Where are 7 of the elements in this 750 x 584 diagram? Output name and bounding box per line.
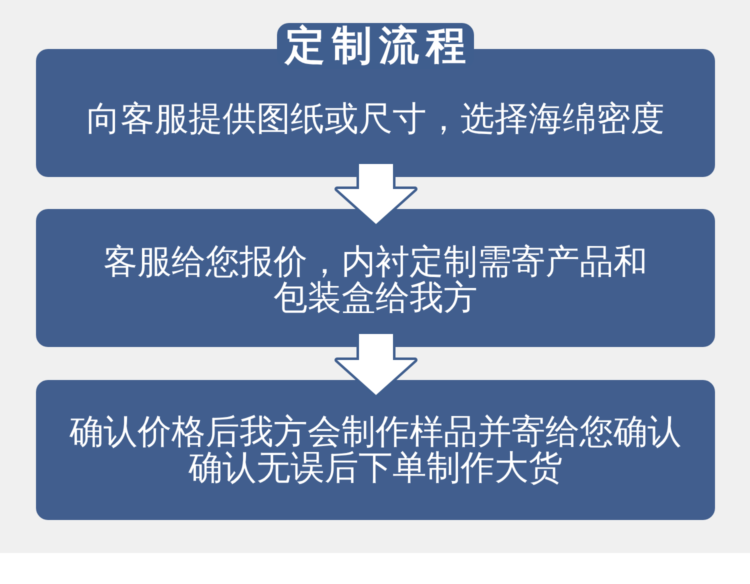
arrow xyxy=(334,332,418,398)
step-text: 客服给您报价，内衬定制需寄产品和包装盒给我方 xyxy=(102,244,648,316)
arrow xyxy=(334,162,418,226)
process-box xyxy=(36,209,715,347)
process-box xyxy=(36,380,715,520)
step-text: 向客服提供图纸或尺寸，选择海绵密度 xyxy=(86,101,666,137)
step-text: 确认价格后我方会制作样品并寄给您确认确认无误后下单制作大货 xyxy=(68,414,682,486)
